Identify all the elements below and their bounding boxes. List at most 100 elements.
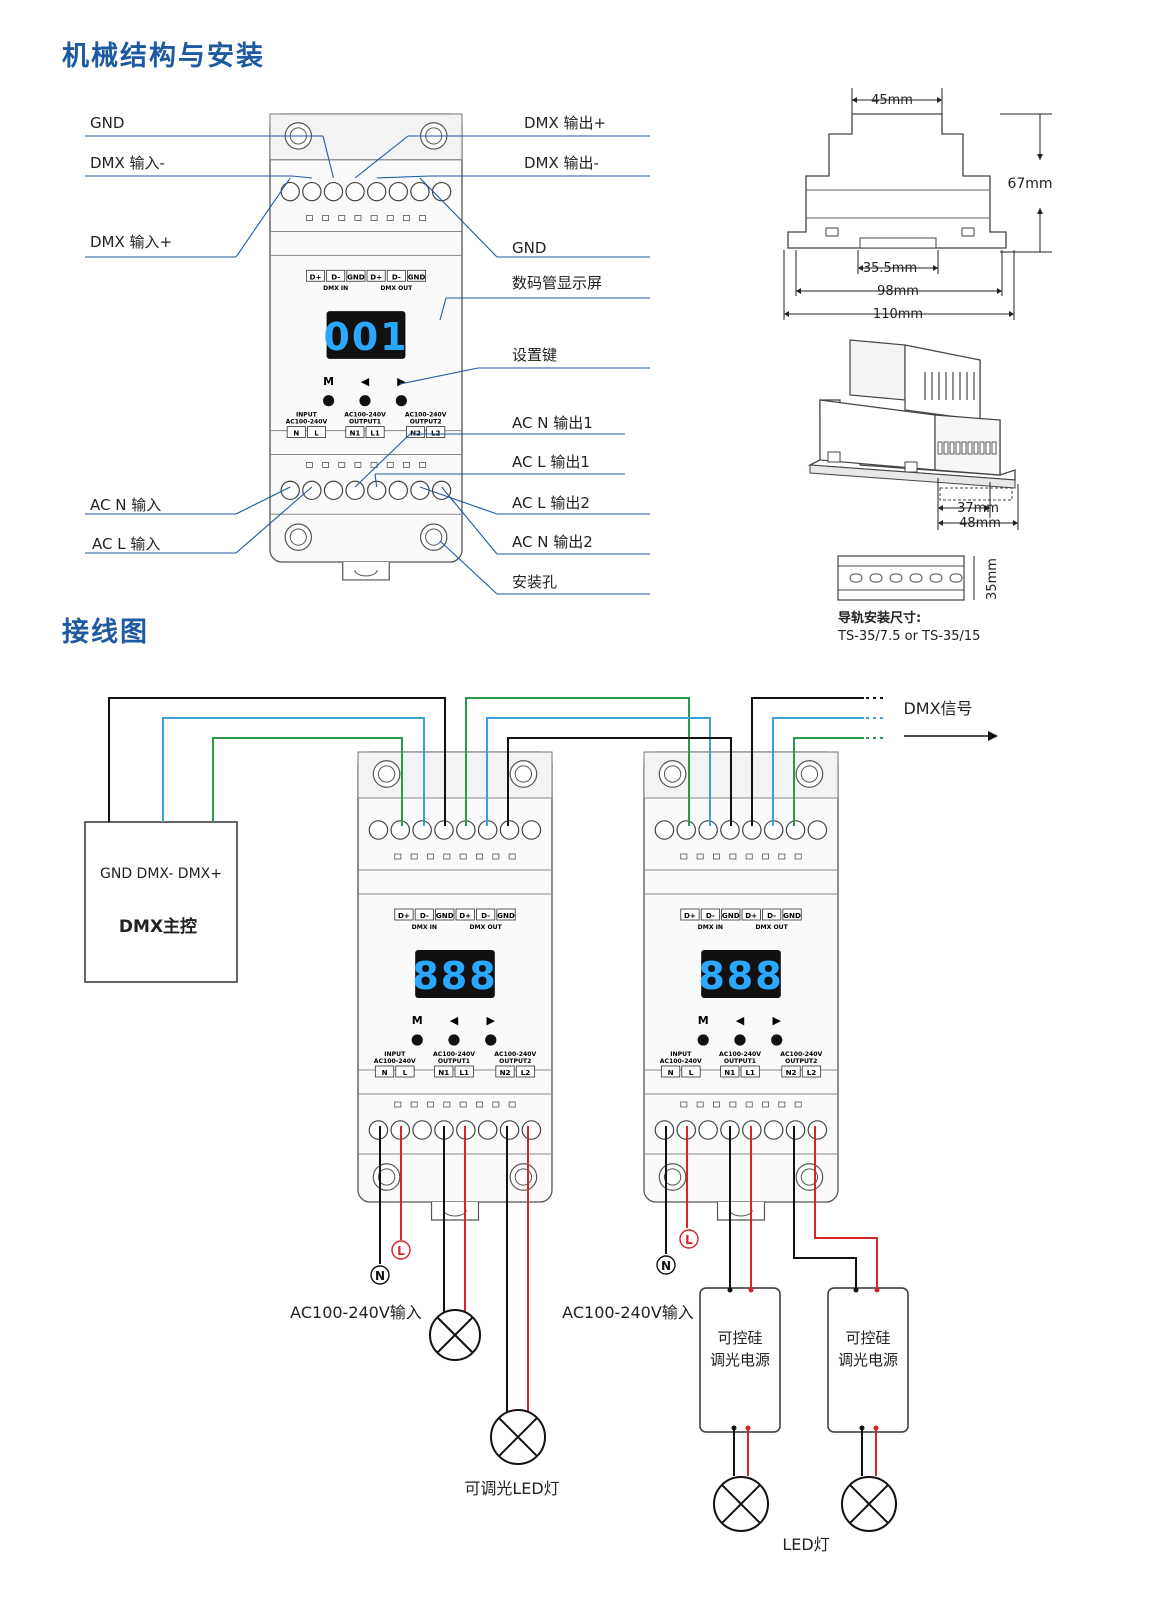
wire-end-dot	[731, 1425, 737, 1431]
dimmable-led-label: 可调光LED灯	[464, 1479, 559, 1498]
persp-top-side	[904, 344, 981, 421]
terminal-slot	[508, 853, 516, 860]
terminal-slot	[386, 462, 394, 468]
arrow-icon	[938, 520, 943, 526]
terminal-slot	[949, 441, 955, 455]
dmx-master-box	[84, 821, 238, 983]
callout-dmx-out-minus: DMX 输出-	[524, 154, 599, 172]
power-terminal-box	[781, 1065, 801, 1078]
wire-gnd-link	[507, 737, 732, 826]
scr-driver-2-label-1: 可控硅	[845, 1329, 890, 1347]
terminal-screw	[654, 820, 675, 840]
dmx-terminal-box	[721, 908, 741, 921]
terminal-slot	[402, 215, 410, 221]
clip	[825, 227, 839, 237]
power-label: OUTPUT2	[499, 1058, 531, 1065]
power-terminal-box	[454, 1065, 474, 1078]
side-outline	[787, 113, 1007, 249]
power-terminal-label: L2	[807, 1068, 817, 1077]
led-lamp-label: LED灯	[782, 1535, 829, 1554]
n-marker-text: N	[375, 1269, 385, 1283]
terminal-slot	[492, 853, 500, 860]
terminal-screw	[698, 1120, 718, 1140]
wire-dmx-plus	[212, 737, 403, 826]
terminal-screw	[302, 480, 322, 501]
terminal-screw	[388, 181, 409, 202]
terminal-screw	[698, 820, 718, 840]
terminal-screw	[367, 181, 387, 202]
screw-icon	[289, 528, 307, 546]
terminal-screw	[676, 820, 697, 840]
wire-dmx-minus	[162, 717, 425, 826]
power-terminal-label: L	[314, 429, 319, 438]
dmx-out-label: DMX OUT	[380, 285, 413, 292]
terminal-screw	[654, 1120, 675, 1140]
clip	[961, 227, 975, 237]
callout-line	[419, 486, 498, 515]
dmx-in-label: DMX IN	[323, 285, 348, 292]
terminal-screw	[720, 820, 740, 840]
setting-button	[411, 1034, 423, 1046]
terminal-slot	[729, 1101, 737, 1108]
screw-icon	[377, 1168, 396, 1186]
power-label: INPUT	[296, 412, 318, 419]
power-label: OUTPUT1	[349, 419, 381, 426]
terminal-slot	[402, 462, 410, 468]
terminal-slot	[794, 1101, 802, 1108]
button-label: M	[412, 1014, 423, 1027]
button-label: ▶	[773, 1014, 782, 1027]
dim-35-5mm: 35.5mm	[863, 261, 917, 276]
rail-slot	[849, 573, 863, 583]
wire-n2-b	[793, 1126, 857, 1292]
wire-gnd-out	[751, 697, 864, 826]
arrow-icon	[1009, 311, 1014, 317]
terminal-slot	[937, 441, 943, 455]
rail-slot	[949, 573, 963, 583]
dim-67mm: 67mm	[1007, 176, 1052, 192]
terminal-slot	[459, 853, 467, 860]
terminal-screw	[431, 480, 452, 501]
terminal-slot	[419, 215, 427, 221]
terminal-slot	[305, 215, 313, 221]
rail-slot	[909, 573, 923, 583]
terminal-screw	[434, 820, 454, 840]
power-terminal-label: N2	[786, 1068, 797, 1077]
arrow-icon	[933, 265, 938, 271]
dmx-terminal-label: D+	[684, 911, 696, 920]
terminal-slot	[973, 441, 979, 455]
dmx-terminal-box	[414, 908, 434, 921]
power-terminal-box	[515, 1065, 536, 1078]
terminal-screw	[410, 181, 430, 202]
section-title-mechanical: 机械结构与安装	[62, 41, 265, 72]
power-label: AC100-240V	[433, 1051, 475, 1058]
callout-line	[439, 297, 447, 321]
terminal-slot	[696, 1101, 704, 1108]
terminal-screw	[280, 480, 300, 501]
setting-button	[734, 1034, 746, 1046]
terminal-screw	[368, 1120, 389, 1140]
power-label: AC100-240V	[494, 1051, 536, 1058]
power-terminal-label: N1	[438, 1068, 449, 1077]
terminal-slot	[508, 1101, 516, 1108]
terminal-slot	[680, 853, 688, 860]
terminal-slot	[745, 853, 753, 860]
mounting-tab	[716, 1202, 766, 1221]
arrow-icon	[938, 505, 943, 511]
callout-line	[354, 433, 411, 488]
dim-48mm: 48mm	[959, 516, 1001, 531]
wire-gnd	[108, 697, 446, 826]
wire-dmx-plus-out	[793, 737, 864, 826]
dmx-terminal-box	[700, 908, 720, 921]
screw-icon	[514, 765, 533, 783]
terminal-slot	[410, 853, 418, 860]
dmx-terminal-box	[435, 908, 455, 921]
callout-line	[419, 177, 498, 258]
dmx-terminal-label: GND	[436, 911, 454, 920]
power-label: INPUT	[384, 1051, 406, 1058]
terminal-screw	[323, 181, 344, 202]
n-marker	[370, 1265, 390, 1285]
ac-input-label-2: AC100-240V输入	[562, 1303, 694, 1322]
dmx-out-label: DMX OUT	[755, 924, 788, 931]
dmx-terminal-label: D-	[331, 272, 340, 281]
